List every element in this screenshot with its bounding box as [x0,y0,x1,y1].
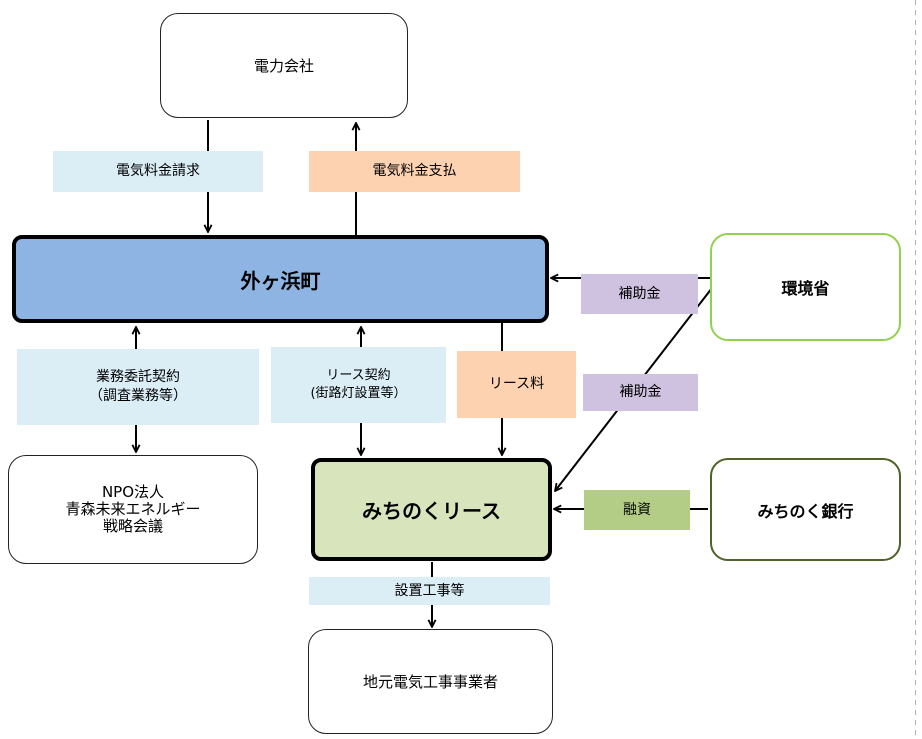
edge-label-subsidy-town: 補助金 [581,274,698,314]
page-edge-dashes [915,0,921,739]
edge-label-financing: 融資 [584,490,690,530]
node-contractor: 地元電気工事事業者 [308,629,553,734]
consign-text-line2: （調査業務等） [89,388,187,404]
edge-label-billing: 電気料金請求 [53,151,263,192]
contractor-label: 地元電気工事事業者 [362,673,498,691]
node-town: 外ヶ浜町 [12,235,549,323]
lease-contract-text-line2: (街路灯設置等） [310,386,407,401]
billing-text: 電気料金請求 [116,163,200,180]
lease-company-label: みちのくリース [362,499,501,523]
npo-label-line1: NPO法人 [101,482,165,501]
node-bank: みちのく銀行 [710,458,901,561]
payment-text: 電気料金支払 [372,163,457,180]
ministry-label: 環境省 [781,279,830,298]
npo-label-line3: 戦略会議 [102,517,163,536]
installation-text: 設置工事等 [394,582,465,599]
financing-text: 融資 [623,501,651,518]
lease-fee-text: リース料 [488,376,545,393]
town-label: 外ヶ浜町 [240,268,321,293]
edge-label-payment: 電気料金支払 [309,151,520,192]
edge-label-subsidy-lease: 補助金 [583,374,698,411]
subsidy-lease-text: 補助金 [619,384,662,401]
node-power-company: 電力会社 [160,13,408,118]
node-ministry: 環境省 [710,233,901,341]
consign-text-line1: 業務委託契約 [96,369,180,386]
subsidy-town-text: 補助金 [618,285,661,302]
edge-label-consign: 業務委託契約 （調査業務等） [17,349,259,425]
edge-label-installation: 設置工事等 [309,577,550,605]
npo-label-line2: 青森未来エネルギー [65,499,201,518]
edge-label-lease-fee: リース料 [457,351,576,418]
bank-label: みちのく銀行 [757,501,854,521]
node-lease-company: みちのくリース [311,458,552,561]
power-company-label: 電力会社 [253,57,314,75]
edge-label-lease-contract: リース契約 (街路灯設置等） [271,347,446,423]
node-npo: NPO法人 青森未来エネルギー 戦略会議 [8,455,258,564]
lease-contract-text-line1: リース契約 [326,368,391,384]
